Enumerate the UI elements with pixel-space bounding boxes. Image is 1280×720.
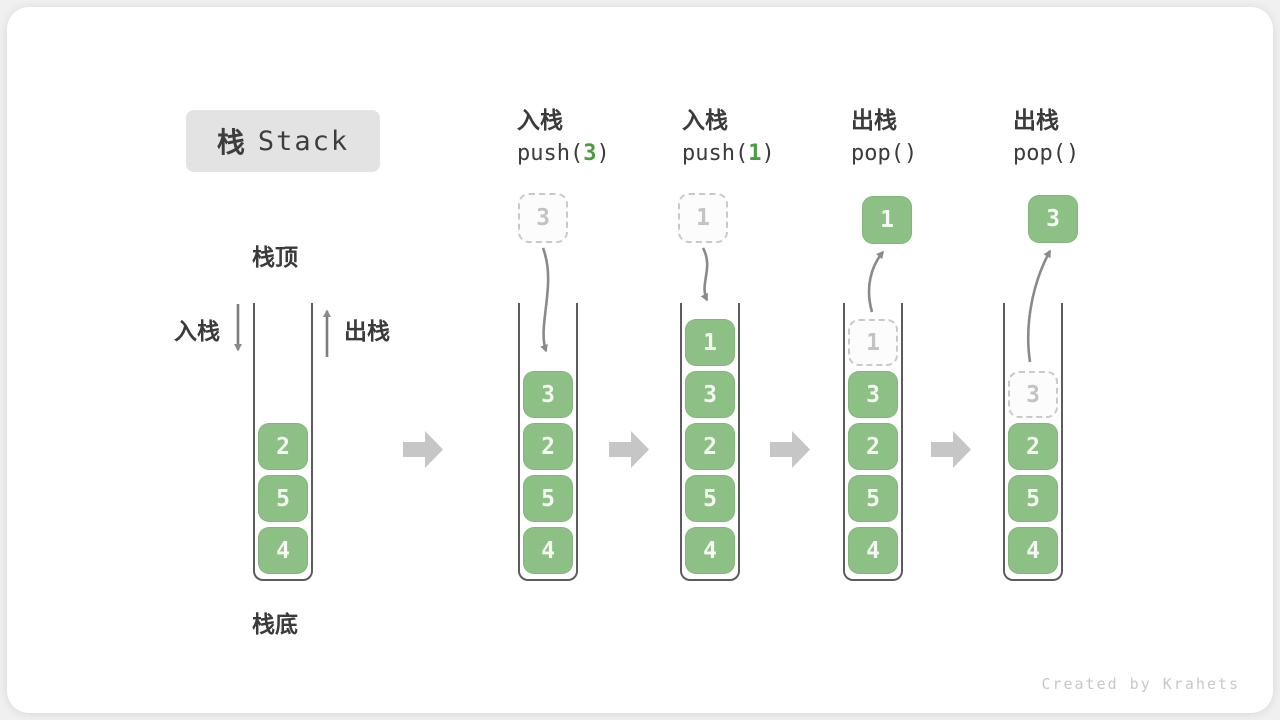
stack-element: 4 [848,527,898,574]
stack-top-label: 栈顶 [252,244,298,270]
floating-popped-element: 1 [862,196,912,244]
stack-element: 4 [523,527,573,574]
stack-element: 5 [685,475,735,522]
stack-element: 2 [1008,423,1058,470]
stack-element: 2 [523,423,573,470]
code-post: ) [903,141,918,166]
footer-credit: Created by Krahets [1041,675,1240,693]
code-pre: push( [682,141,749,166]
code-arg: 1 [748,141,762,166]
stack-element: 2 [685,423,735,470]
floating-push-element: 1 [678,193,728,243]
stack-element: 5 [258,475,308,522]
code-post: ) [596,141,610,166]
op-label-zh: 入栈 [682,107,728,133]
stack-element: 3 [848,371,898,418]
stack-element: 5 [1008,475,1058,522]
stack-element: 4 [1008,527,1058,574]
op-label-zh: 出栈 [851,107,897,133]
stack-element: 3 [685,371,735,418]
title-zh: 栈 [216,127,245,158]
stack-element-ghost: 3 [1008,371,1058,418]
stack-bottom-label: 栈底 [252,611,298,637]
op-label-code: push(3) [517,141,610,167]
code-post: ) [761,141,775,166]
push-direction-label: 入栈 [174,318,220,344]
stack-element: 4 [258,527,308,574]
stack-element: 2 [258,423,308,470]
op-label-zh: 出栈 [1013,107,1059,133]
stack-element: 5 [848,475,898,522]
pop-direction-label: 出栈 [344,318,390,344]
stack-element: 2 [848,423,898,470]
stack-element: 4 [685,527,735,574]
code-pre: pop( [851,141,904,166]
stack-element: 1 [685,319,735,366]
op-label-code: pop() [1013,141,1079,167]
title-box: 栈 Stack [186,110,380,172]
code-arg: 3 [583,141,597,166]
code-post: ) [1065,141,1080,166]
floating-popped-element: 3 [1028,195,1078,243]
floating-push-element: 3 [518,193,568,243]
stack-element: 3 [523,371,573,418]
op-label-code: pop() [851,141,917,167]
code-pre: pop( [1013,141,1066,166]
code-pre: push( [517,141,584,166]
title-en: Stack [257,125,350,157]
op-label-zh: 入栈 [517,107,563,133]
stack-element-ghost: 1 [848,319,898,366]
stack-element: 5 [523,475,573,522]
op-label-code: push(1) [682,141,775,167]
